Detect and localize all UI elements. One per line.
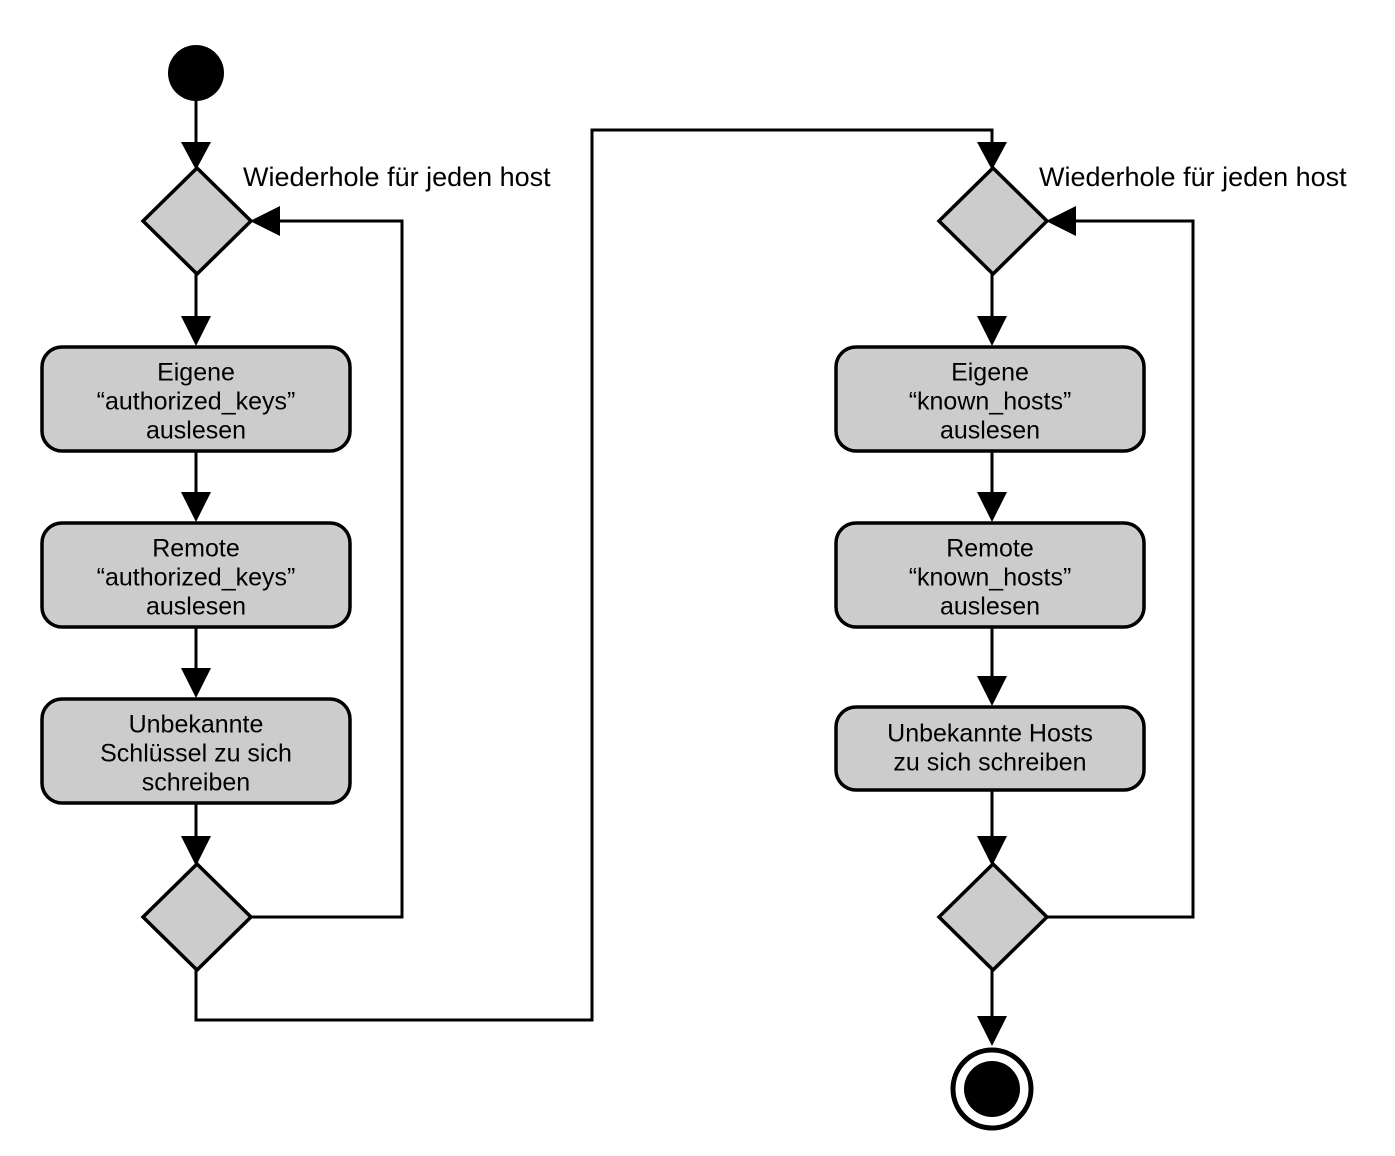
activity-label-line: “known_hosts” (909, 564, 1072, 592)
arrow-head-icon (250, 206, 280, 236)
merge-node-left-top (140, 165, 254, 277)
arrow-head-icon (977, 836, 1007, 866)
arrow-head-icon (181, 316, 211, 346)
activity-label-line: zu sich schreiben (893, 749, 1086, 777)
activity-label-line: auslesen (146, 417, 246, 445)
edge-loop-back-left (251, 219, 404, 919)
merge-node-right-top (936, 165, 1050, 277)
arrow-head-icon (977, 316, 1007, 346)
activity-label-line: “authorized_keys” (97, 564, 296, 592)
activity-label-line: Eigene (157, 359, 235, 387)
activity-label-line: Unbekannte (129, 711, 264, 739)
loop-label-left: Wiederhole für jeden host (243, 162, 551, 192)
arrow-head-icon (1046, 206, 1076, 236)
activity-label-line: “authorized_keys” (97, 388, 296, 416)
activity-read-own-known-hosts (834, 345, 1146, 453)
arrow-head-icon (181, 668, 211, 698)
arrow-head-icon (181, 492, 211, 522)
final-node (964, 1061, 1020, 1117)
activity-label-line: schreiben (142, 769, 250, 797)
arrow-head-icon (977, 676, 1007, 706)
arrow-head-icon (977, 492, 1007, 522)
edge-loop-back-right (1047, 219, 1195, 919)
initial-node (168, 45, 224, 101)
activity-label-line: auslesen (940, 593, 1040, 621)
activity-read-remote-known-hosts (834, 521, 1146, 629)
activity-label-line: Remote (152, 535, 240, 563)
activity-label-line: auslesen (940, 417, 1040, 445)
activity-write-unknown-hosts (834, 705, 1146, 792)
activity-label-line: “known_hosts” (909, 388, 1072, 416)
activity-label-line: Schlüssel zu sich (100, 740, 292, 768)
decision-node-left-bottom (140, 861, 254, 973)
decision-node-right-bottom (936, 861, 1050, 973)
arrow-head-icon (977, 142, 1007, 170)
activity-label-line: auslesen (146, 593, 246, 621)
arrow-head-icon (181, 142, 211, 170)
arrow-head-icon (977, 1016, 1007, 1046)
activity-label-line: Unbekannte Hosts (887, 720, 1093, 748)
edge-left-column-to-right-column (194, 128, 994, 1022)
activity-label-line: Eigene (951, 359, 1029, 387)
arrow-head-icon (181, 836, 211, 866)
loop-label-right: Wiederhole für jeden host (1039, 162, 1347, 192)
activity-label-line: Remote (946, 535, 1034, 563)
